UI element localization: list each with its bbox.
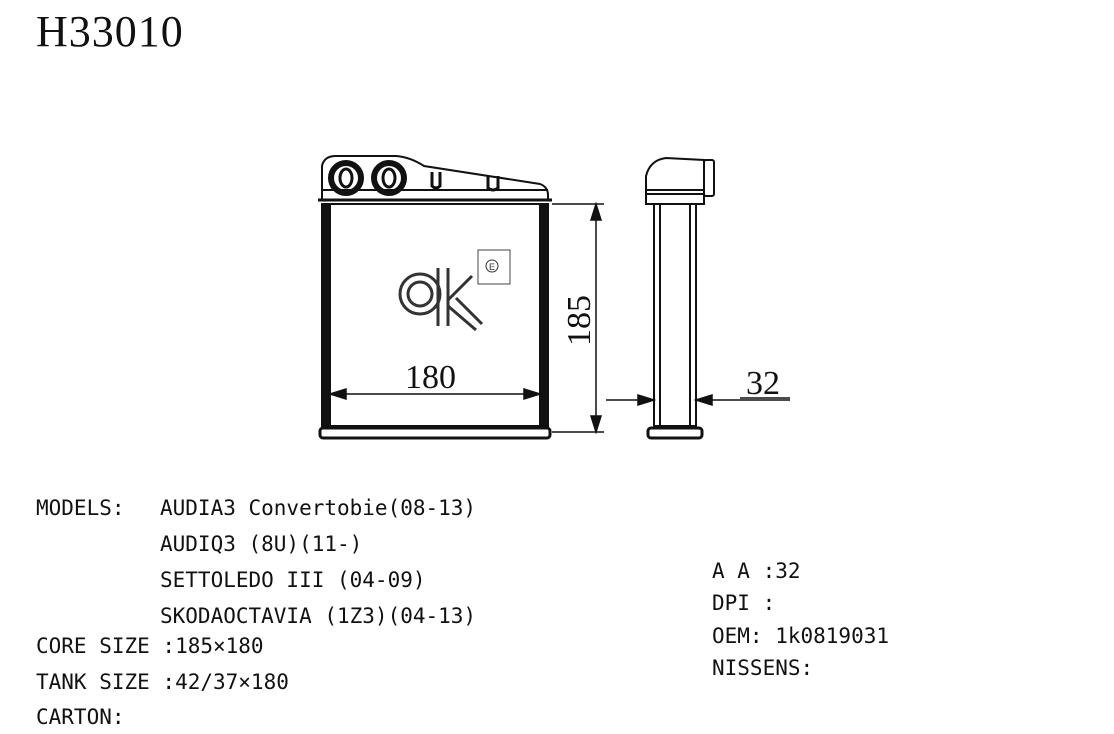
height-dimension-label: 185: [561, 295, 598, 346]
tank-size: TANK SIZE :42/37×180: [36, 670, 289, 694]
outlet-pipe: [371, 160, 407, 196]
side-view: [645, 156, 715, 440]
outlet-pipe-inner: [381, 167, 397, 189]
width-dimension: [327, 387, 543, 401]
models-label: MODELS:: [36, 496, 125, 520]
logo-mark-box: [477, 249, 511, 285]
mount-tab-2: [486, 176, 500, 192]
side-pipe-end: [703, 159, 715, 197]
logo-mark-letter: E: [489, 262, 495, 272]
ck-logo: [398, 249, 511, 332]
carton: CARTON:: [36, 705, 125, 729]
core-body: [321, 203, 549, 427]
part-number-title: H33010: [36, 7, 184, 56]
left-side-plate: [321, 203, 331, 427]
oem-spec: OEM: 1k0819031: [712, 624, 890, 648]
inlet-pipe-inner: [338, 167, 354, 189]
bottom-tank: [318, 426, 552, 440]
side-tank: [645, 193, 705, 205]
model-line: AUDIA3 Convertobie(08-13): [160, 496, 477, 520]
right-side-plate: [539, 203, 549, 427]
model-line: SETTOLEDO III (04-09): [160, 568, 426, 592]
core-size: CORE SIZE :185×180: [36, 634, 264, 658]
front-view: [318, 155, 552, 440]
aa-spec: A A :32: [712, 559, 801, 583]
thickness-dimension: [606, 393, 790, 407]
top-tank: [321, 155, 549, 201]
mount-tab-1: [430, 172, 442, 190]
model-line: AUDIQ3 (8U)(11-): [160, 532, 363, 556]
thickness-dimension-label: 32: [746, 365, 780, 402]
height-dimension: [552, 201, 604, 435]
nissens-spec: NISSENS:: [712, 656, 814, 680]
model-line: SKODAOCTAVIA (1Z3)(04-13): [160, 604, 477, 628]
inlet-pipe: [328, 160, 364, 196]
side-pipe: [645, 156, 705, 196]
side-bottom-tank: [646, 426, 704, 440]
width-dimension-label: 180: [405, 359, 456, 396]
logo-mark-circle: [485, 259, 499, 273]
dpi-spec: DPI :: [712, 591, 776, 615]
logo-k-stem: [436, 268, 450, 326]
logo-c-outer: [398, 272, 442, 316]
logo-k-arm: [446, 274, 484, 332]
logo-c-inner: [406, 280, 434, 308]
